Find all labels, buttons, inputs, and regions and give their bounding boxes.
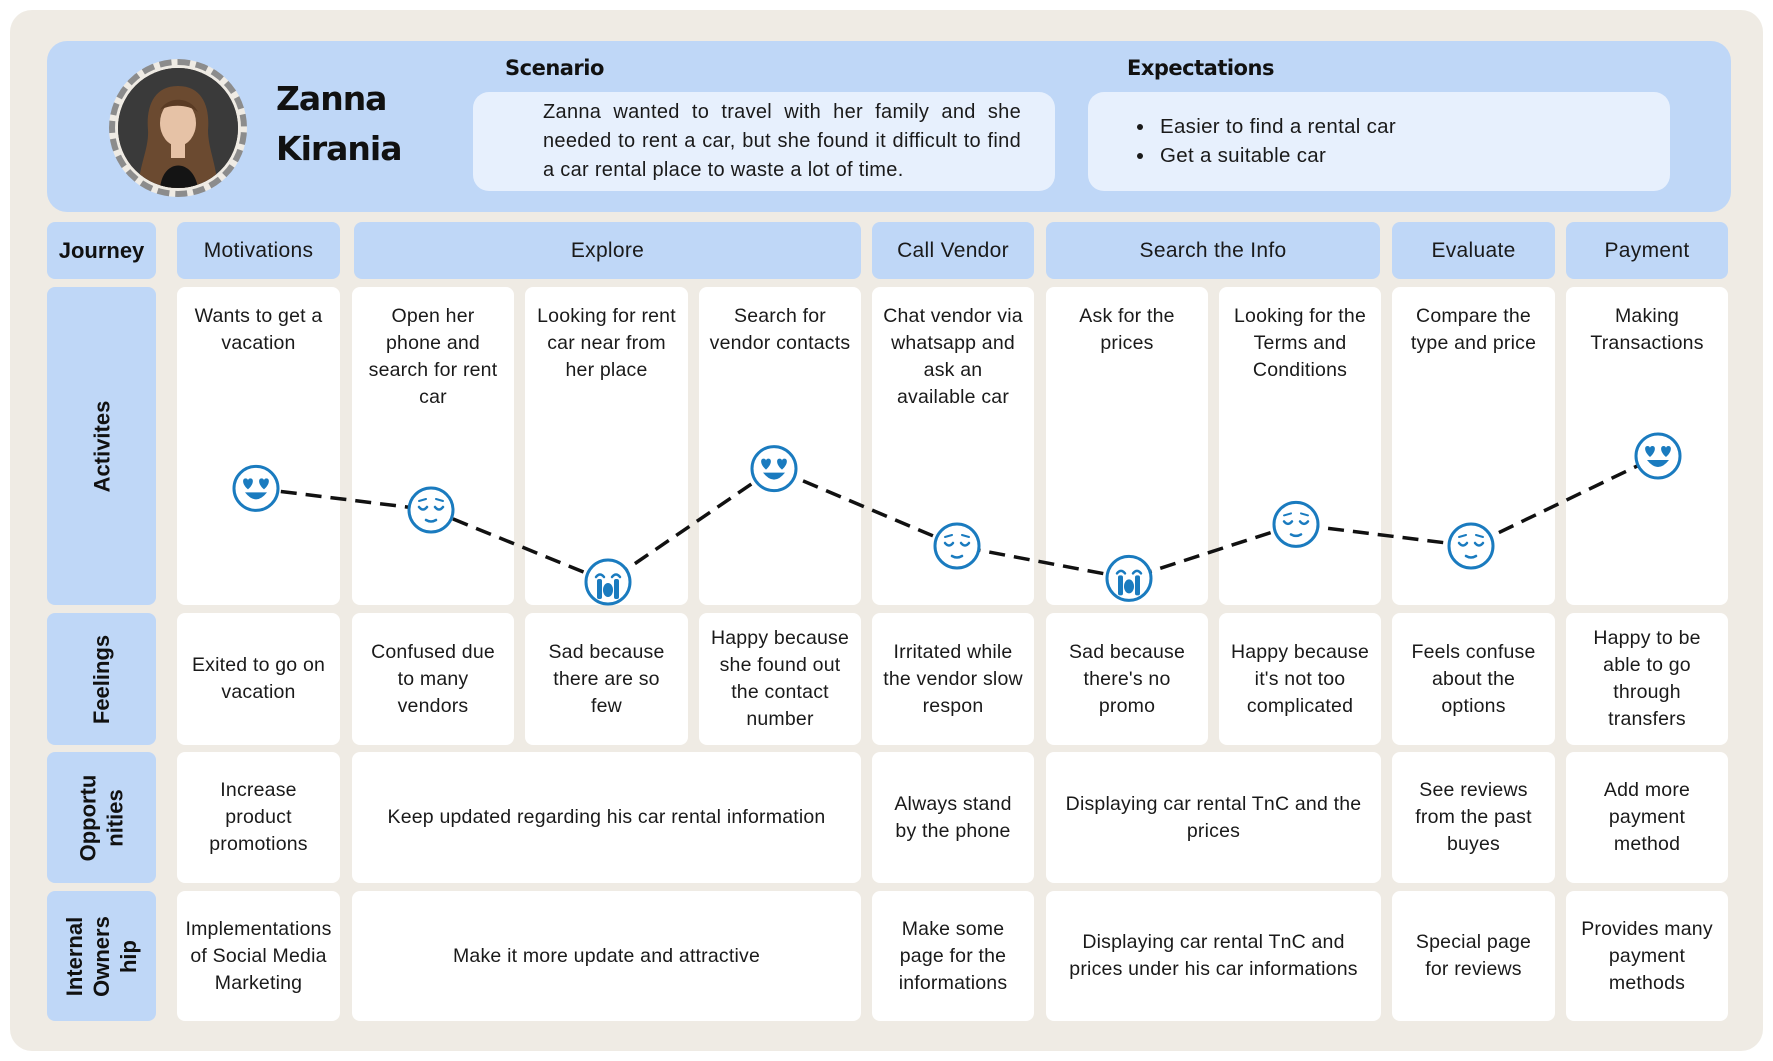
stage-evaluate: Evaluate bbox=[1392, 222, 1555, 279]
expectations-box: Easier to find a rental car Get a suitab… bbox=[1088, 92, 1670, 191]
row-label-activities: Activites bbox=[47, 287, 156, 605]
ownership-cell: Make some page for the informations bbox=[872, 891, 1034, 1021]
expectation-item: Easier to find a rental car bbox=[1156, 112, 1650, 141]
stage-search-info: Search the Info bbox=[1046, 222, 1380, 279]
ownership-cell: Special page for reviews bbox=[1392, 891, 1555, 1021]
activity-cell: Open her phone and search for rent car bbox=[352, 287, 514, 605]
activity-cell: Wants to get a vacation bbox=[177, 287, 340, 605]
avatar bbox=[118, 68, 238, 188]
label-line: Opportu bbox=[75, 774, 101, 861]
feeling-cell: Sad because there's no promo bbox=[1046, 613, 1208, 745]
activity-cell: Search for vendor contacts bbox=[699, 287, 861, 605]
stage-payment: Payment bbox=[1566, 222, 1728, 279]
activity-cell: Making Transactions bbox=[1566, 287, 1728, 605]
expectations-title: Expectations bbox=[1127, 56, 1274, 80]
row-label-journey: Journey bbox=[47, 222, 156, 279]
expectations-list: Easier to find a rental car Get a suitab… bbox=[1138, 112, 1650, 170]
label-line: Internal bbox=[61, 916, 87, 996]
opportunity-cell: See reviews from the past buyes bbox=[1392, 752, 1555, 883]
expectation-item: Get a suitable car bbox=[1156, 141, 1650, 170]
feeling-cell: Feels confuse about the options bbox=[1392, 613, 1555, 745]
opportunity-cell: Displaying car rental TnC and the prices bbox=[1046, 752, 1381, 883]
persona-last-name: Kirania bbox=[276, 129, 403, 168]
feeling-cell: Happy because it's not too complicated bbox=[1219, 613, 1381, 745]
activity-cell: Compare the type and price bbox=[1392, 287, 1555, 605]
persona-first-name: Zanna bbox=[276, 79, 387, 118]
ownership-cell: Implementations of Social Media Marketin… bbox=[177, 891, 340, 1021]
stage-call-vendor: Call Vendor bbox=[872, 222, 1034, 279]
ownership-cell: Provides many payment methods bbox=[1566, 891, 1728, 1021]
row-label-feelings: Feelings bbox=[47, 613, 156, 745]
feeling-cell: Happy because she found out the contact … bbox=[699, 613, 861, 745]
activity-cell: Looking for the Terms and Conditions bbox=[1219, 287, 1381, 605]
label-line: hip bbox=[115, 939, 141, 973]
activity-cell: Ask for the prices bbox=[1046, 287, 1208, 605]
opportunity-cell: Add more payment method bbox=[1566, 752, 1728, 883]
ownership-cell: Make it more update and attractive bbox=[352, 891, 861, 1021]
opportunity-cell: Always stand by the phone bbox=[872, 752, 1034, 883]
scenario-text: Zanna wanted to travel with her family a… bbox=[543, 101, 1021, 181]
feeling-cell: Sad because there are so few bbox=[525, 613, 688, 745]
opportunity-cell: Increase product promotions bbox=[177, 752, 340, 883]
persona-name: Zanna Kirania bbox=[276, 74, 436, 174]
activity-cell: Chat vendor via whatsapp and ask an avai… bbox=[872, 287, 1034, 605]
opportunity-cell: Keep updated regarding his car rental in… bbox=[352, 752, 861, 883]
feeling-cell: Confused due to many vendors bbox=[352, 613, 514, 745]
feeling-cell: Exited to go on vacation bbox=[177, 613, 340, 745]
feeling-cell: Happy to be able to go through transfers bbox=[1566, 613, 1728, 745]
ownership-cell: Displaying car rental TnC and prices und… bbox=[1046, 891, 1381, 1021]
activity-cell: Looking for rent car near from her place bbox=[525, 287, 688, 605]
label-line: Owners bbox=[88, 915, 114, 997]
scenario-title: Scenario bbox=[505, 56, 604, 80]
scenario-box: Zanna wanted to travel with her family a… bbox=[473, 92, 1055, 191]
stage-motivations: Motivations bbox=[177, 222, 340, 279]
feeling-cell: Irritated while the vendor slow respon bbox=[872, 613, 1034, 745]
label-line: nities bbox=[102, 788, 128, 847]
stage-explore: Explore bbox=[354, 222, 861, 279]
